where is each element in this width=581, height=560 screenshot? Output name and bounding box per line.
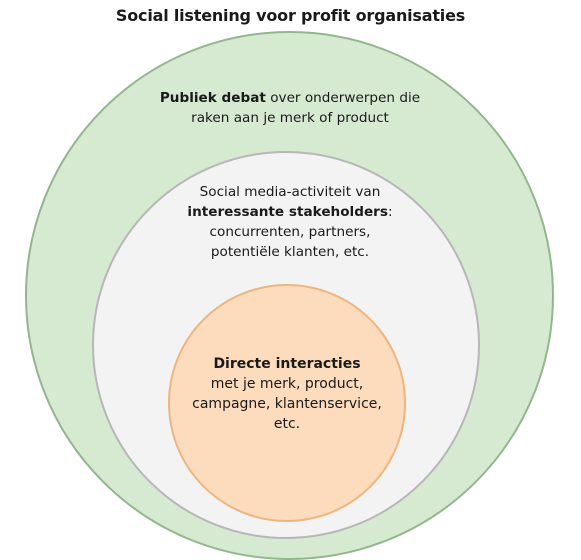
inner-label-line-2: met je merk, product, [210,376,364,392]
inner-label-bold: Directe interacties [213,356,361,372]
middle-circle-label: Social media-activiteit van interessante… [150,182,430,262]
middle-label-line-1: Social media-activiteit van [199,184,381,200]
inner-label-line-3: campagne, klantenservice, [192,396,382,412]
middle-label-line-4: potentiële klanten, etc. [210,244,370,260]
outer-label-bold: Publiek debat [159,90,266,106]
middle-label-bold: interessante stakeholders [187,204,388,220]
middle-label-bold-suffix: : [387,204,393,220]
middle-label-line-3: concurrenten, partners, [209,224,371,240]
inner-label-line-1: Directe interacties [168,354,406,374]
outer-label-line-1: Publiek debat over onderwerpen die [90,88,490,108]
inner-circle-direct-interactions [168,284,406,522]
middle-label-line-2: interessante stakeholders: [150,202,430,222]
diagram-title: Social listening voor profit organisatie… [115,6,466,25]
inner-label-line-4: etc. [273,416,301,432]
outer-label-line-1-rest: over onderwerpen die [265,90,421,106]
outer-label-line-2: raken aan je merk of product [191,110,389,126]
outer-circle-label: Publiek debat over onderwerpen die raken… [90,88,490,128]
inner-circle-label: Directe interacties met je merk, product… [168,354,406,434]
